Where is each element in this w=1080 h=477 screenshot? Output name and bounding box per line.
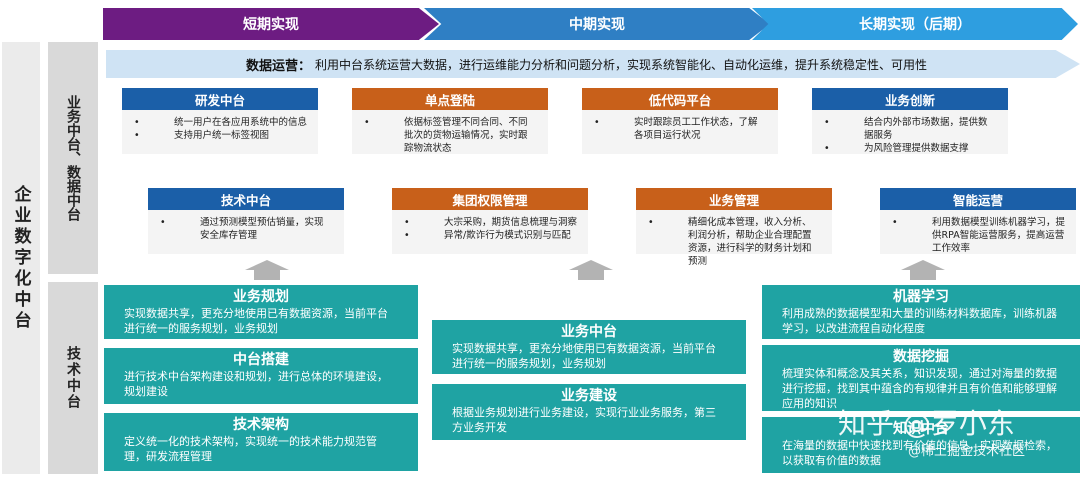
card-item: 统一用户在各应用系统中的信息 xyxy=(134,116,310,129)
box-platform-building: 中台搭建 进行技术中台架构建设和规划，进行总体的环境建设，规划建设 xyxy=(104,348,418,404)
card-group-permission-management: 集团权限管理 大宗采购，期货信息梳理与洞察 异常/欺诈行为模式识别与匹配 xyxy=(392,188,588,254)
box-title: 数据挖掘 xyxy=(893,349,949,365)
box-business-platform: 业务中台 实现数据共享，更充分地使用已有数据资源，当前平台进行统一的服务规划，业… xyxy=(432,320,746,374)
card-title: 智能运营 xyxy=(880,188,1076,210)
box-data-mining: 数据挖掘 梳理实体和概念及其关系，知识发现，通过对海量的数据进行挖掘，找到其中蕴… xyxy=(762,345,1080,411)
card-item: 大宗采购，期货信息梳理与洞察 xyxy=(404,216,580,229)
card-title: 业务管理 xyxy=(636,188,832,210)
phase-mid-term: 中期实现 xyxy=(424,8,770,40)
box-machine-learning: 机器学习 利用成熟的数据模型和大量的训练材料数据库，训练机器学习，以改进流程自动… xyxy=(762,285,1080,339)
box-text: 利用成熟的数据模型和大量的训练材料数据库，训练机器学习，以改进流程自动化程度 xyxy=(782,307,1057,335)
box-knowledge-platform: 知识中台 在海量的数据中快速找到有价值的信息，实现数据检索，以获取有价值的数据 xyxy=(762,417,1080,473)
box-business-construction: 业务建设 根据业务规划进行业务建设，实现行业业务服务，第三方业务开发 xyxy=(432,384,746,440)
label-business-data-platform: 业务中台、数据中台 xyxy=(48,42,98,274)
card-item: 为风险管理提供数据支撑 xyxy=(824,142,994,155)
box-title: 知识中台 xyxy=(893,421,949,437)
label-tech-platform: 技术中台 xyxy=(48,282,98,474)
card-single-sign-on: 单点登陆 依据标签管理不同合同、不同批次的货物运输情况，实时跟踪物流状态 xyxy=(352,88,548,154)
card-item: 结合内外部市场数据，提供数据服务 xyxy=(824,116,994,142)
card-business-innovation: 业务创新 结合内外部市场数据，提供数据服务 为风险管理提供数据支撑 xyxy=(812,88,1008,155)
box-text: 根据业务规划进行业务建设，实现行业业务服务，第三方业务开发 xyxy=(452,406,716,434)
card-low-code-platform: 低代码平台 实时跟踪员工工作状态，了解各项目运行状况 xyxy=(582,88,778,154)
card-item: 精细化成本管理，收入分析、利润分析，帮助企业合理配置资源，进行科学的财务计划和预… xyxy=(648,216,820,268)
up-arrow-icon xyxy=(242,260,292,280)
box-text: 进行技术中台架构建设和规划，进行总体的环境建设，规划建设 xyxy=(124,370,388,398)
card-item: 通过预测模型预估销量，实现安全库存管理 xyxy=(160,216,330,242)
box-title: 业务建设 xyxy=(561,388,617,404)
card-item: 利用数据模型训练机器学习，提供RPA智能运营服务，提高运营工作效率 xyxy=(892,216,1066,255)
card-intelligent-operations: 智能运营 利用数据模型训练机器学习，提供RPA智能运营服务，提高运营工作效率 xyxy=(880,188,1076,254)
box-text: 定义统一化的技术架构，实现统一的技术能力规范管理，研发流程管理 xyxy=(124,435,377,463)
box-title: 业务规划 xyxy=(233,289,289,305)
card-rd-platform: 研发中台 统一用户在各应用系统中的信息 支持用户统一标签视图 xyxy=(122,88,318,154)
card-item: 实时跟踪员工工作状态，了解各项目运行状况 xyxy=(594,116,764,142)
card-item: 异常/欺诈行为模式识别与匹配 xyxy=(404,229,580,242)
card-title: 低代码平台 xyxy=(582,88,778,110)
card-title: 单点登陆 xyxy=(352,88,548,110)
box-text: 实现数据共享，更充分地使用已有数据资源，当前平台进行统一的服务规划，业务规划 xyxy=(452,342,716,370)
box-title: 中台搭建 xyxy=(233,352,289,368)
card-item: 支持用户统一标签视图 xyxy=(134,129,310,142)
card-title: 研发中台 xyxy=(122,88,318,110)
data-ops-banner: 数据运营： 利用中台系统运营大数据，进行运维能力分析和问题分析，实现系统智能化、… xyxy=(106,50,1080,78)
label-enterprise-digital-platform: 企业数字化中台 xyxy=(2,42,40,474)
card-business-management: 业务管理 精细化成本管理，收入分析、利润分析，帮助企业合理配置资源，进行科学的财… xyxy=(636,188,832,267)
box-text: 在海量的数据中快速找到有价值的信息，实现数据检索，以获取有价值的数据 xyxy=(782,439,1057,467)
box-title: 机器学习 xyxy=(893,289,949,305)
data-ops-text: 利用中台系统运营大数据，进行运维能力分析和问题分析，实现系统智能化、自动化运维，… xyxy=(315,57,928,72)
box-text: 梳理实体和概念及其关系，知识发现，通过对海量的数据进行挖掘，找到其中蕴含的有规律… xyxy=(782,367,1057,410)
card-title: 技术中台 xyxy=(148,188,344,210)
phase-short-term: 短期实现 xyxy=(103,8,439,40)
up-arrow-icon xyxy=(566,260,616,280)
phase-long-term: 长期实现（后期） xyxy=(752,8,1078,40)
up-arrow-icon xyxy=(898,260,948,280)
box-business-planning: 业务规划 实现数据共享，更充分地使用已有数据资源，当前平台进行统一的服务规划，业… xyxy=(104,285,418,339)
data-ops-title: 数据运营： xyxy=(246,58,312,74)
card-title: 业务创新 xyxy=(812,88,1008,110)
box-text: 实现数据共享，更充分地使用已有数据资源，当前平台进行统一的服务规划，业务规划 xyxy=(124,307,388,335)
box-title: 业务中台 xyxy=(561,324,617,340)
card-item: 依据标签管理不同合同、不同批次的货物运输情况，实时跟踪物流状态 xyxy=(364,116,532,155)
watermark-juejin: @稀土掘金技术社区 xyxy=(908,444,1026,459)
card-tech-platform: 技术中台 通过预测模型预估销量，实现安全库存管理 xyxy=(148,188,344,254)
card-title: 集团权限管理 xyxy=(392,188,588,210)
box-tech-architecture: 技术架构 定义统一化的技术架构，实现统一的技术能力规范管理，研发流程管理 xyxy=(104,413,418,471)
watermark-zhihu: 知乎 @罗小东 xyxy=(838,407,1015,440)
box-title: 技术架构 xyxy=(233,417,289,433)
